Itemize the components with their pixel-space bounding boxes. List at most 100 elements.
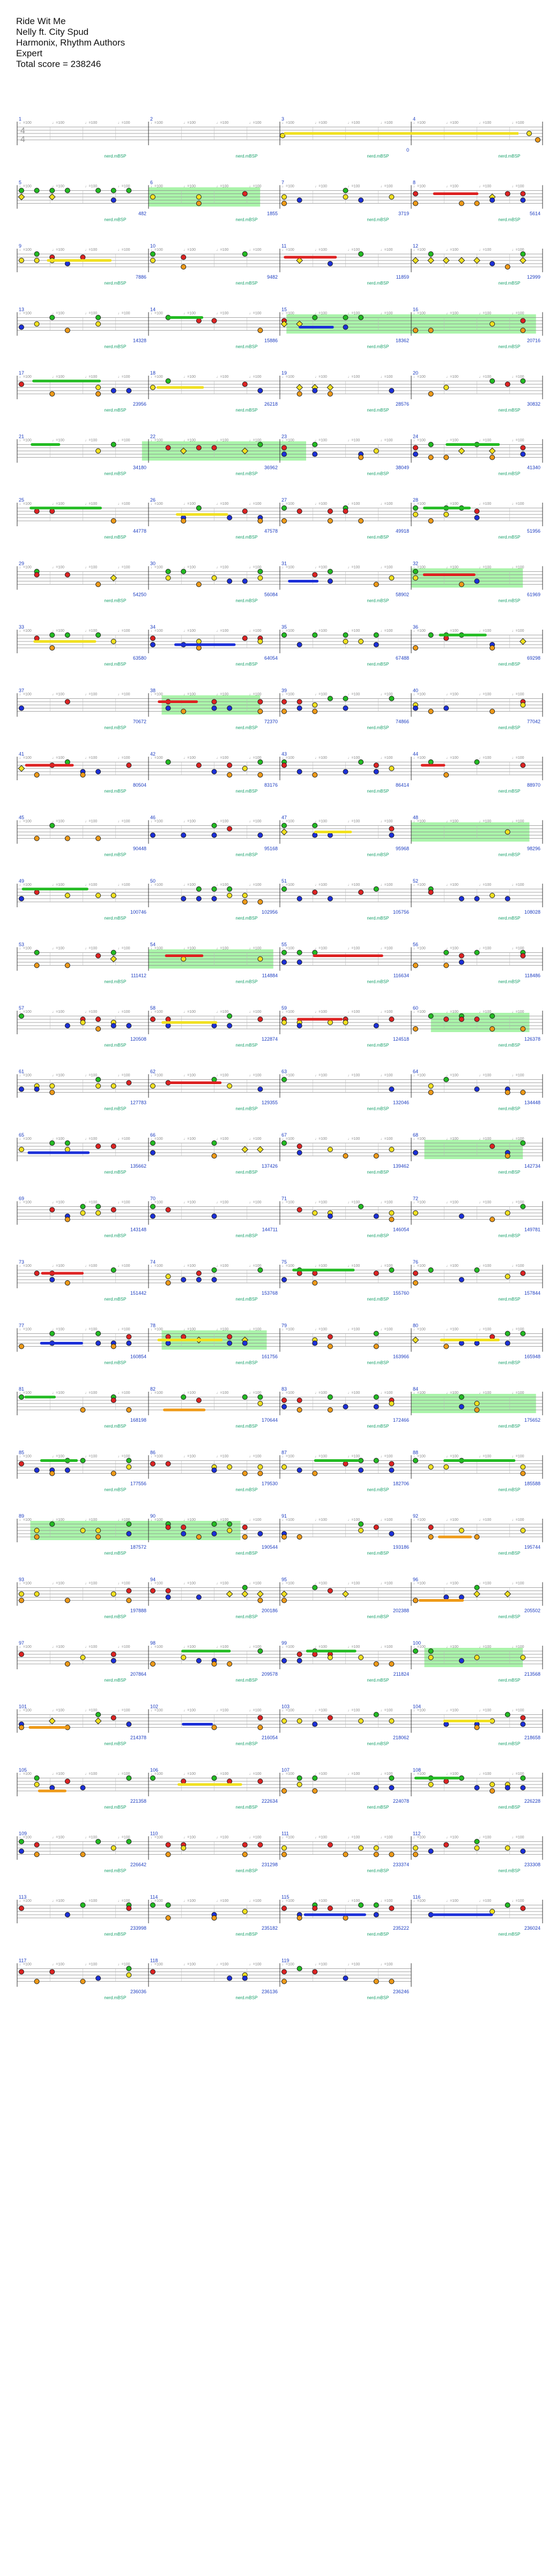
note-gem-icon [520,191,526,197]
tempo-label: ♩=100 [217,1391,229,1395]
section-label: nerd.mBSP [499,1615,521,1619]
measure-score: 157844 [524,1290,540,1296]
note-gem-icon [327,509,333,514]
tempo-label: ♩=100 [183,1264,196,1268]
measure-score: 118486 [525,973,540,979]
note-gem-icon [474,896,480,901]
note-gem-icon [443,1779,449,1784]
tempo-label: ♩=100 [282,1709,294,1713]
measure-score: 56084 [264,592,278,598]
note-gem-icon [257,699,263,705]
note-gem-icon [257,1267,263,1273]
note-gem-icon [458,200,464,206]
tempo-label: ♩=100 [282,1899,294,1903]
measure-score: 7886 [136,274,146,280]
tempo-label: ♩=100 [52,375,64,379]
note-gem-icon [520,953,526,959]
measure-score: 20716 [527,338,540,344]
note-gem-icon [520,763,526,768]
tempo-label: ♩=100 [282,566,294,570]
tempo-label: ♩=100 [381,1201,393,1205]
note-gem-icon [34,950,40,955]
note-gem-icon [428,632,434,638]
note-gem-icon [211,1467,217,1473]
note-gem-icon [281,194,287,200]
tempo-label: ♩=100 [151,1518,163,1522]
section-label: nerd.mBSP [105,662,127,667]
note-gem-icon [520,197,526,203]
measure-score: 236246 [393,1989,409,1995]
note-gem-icon [64,1216,70,1222]
measure-score: 168198 [130,1417,146,1423]
note-gem-icon [211,1661,217,1667]
tempo-label: ♩=100 [479,439,492,443]
tempo-label: ♩=100 [249,185,262,189]
note-gem-icon [358,639,364,644]
tempo-label: ♩=100 [512,756,524,760]
note-gem-icon [165,1902,171,1908]
note-gem-icon [343,188,348,193]
tempo-label: ♩=100 [52,1201,64,1205]
measure-score: 67488 [396,655,409,661]
tempo-label: ♩=100 [282,375,294,379]
tempo-label: ♩=100 [479,1201,492,1205]
tempo-label: ♩=100 [413,1836,426,1840]
note-gem-icon [327,569,333,574]
note-gem-icon [389,1467,395,1473]
tempo-label: ♩=100 [348,1772,360,1776]
note-gem-icon [227,1521,233,1527]
note-gem-icon [19,258,24,263]
note-gem-icon [312,1271,318,1276]
note-gem-icon [19,1906,24,1911]
section-label: nerd.mBSP [236,1805,258,1810]
section-label: nerd.mBSP [236,1932,258,1937]
measure-score: 126378 [524,1036,540,1042]
section-label: nerd.mBSP [499,1869,521,1873]
note-gem-icon [458,1017,464,1022]
tempo-label: ♩=100 [118,121,130,125]
time-signature-top: 4 [20,126,25,136]
measure-number: 37 [19,688,24,693]
note-gem-icon [34,1782,40,1787]
tempo-label: ♩=100 [381,248,393,252]
section-label: nerd.mBSP [367,1932,389,1937]
note-gem-icon [196,763,202,768]
note-gem-icon [196,1271,202,1276]
tempo-label: ♩=100 [315,1074,327,1078]
note-gem-icon [80,1528,86,1533]
tempo-label: ♩=100 [381,1645,393,1649]
tempo-label: ♩=100 [118,1264,130,1268]
note-gem-icon [312,442,318,447]
hopo-note-icon [241,1591,249,1597]
note-gem-icon [110,518,116,524]
note-gem-icon [520,1464,526,1470]
tempo-label: ♩=100 [85,1836,98,1840]
measure-score: 90448 [133,846,146,852]
note-gem-icon [165,1207,171,1213]
tempo-label: ♩=100 [512,375,524,379]
tempo-label: ♩=100 [183,1455,196,1459]
note-gem-icon [227,1779,233,1784]
note-gem-icon [443,385,449,390]
note-gem-icon [110,950,116,955]
note-gem-icon [474,1401,480,1406]
note-gem-icon [150,1775,155,1781]
measure-number: 54 [150,942,155,947]
note-gem-icon [413,645,418,651]
note-gem-icon [211,575,217,581]
note-gem-icon [505,264,510,270]
measure-score: 80504 [133,782,146,788]
section-label: nerd.mBSP [499,408,521,413]
tempo-label: ♩=100 [348,502,360,506]
tempo-label: ♩=100 [52,947,64,951]
tempo-label: ♩=100 [446,883,458,887]
measure-score: 175652 [524,1417,540,1423]
note-gem-icon [296,769,302,774]
note-gem-icon [80,1902,86,1908]
note-gem-icon [296,1915,302,1921]
section-label: nerd.mBSP [236,916,258,921]
note-gem-icon [489,197,495,203]
section-label: nerd.mBSP [367,1361,389,1365]
note-gem-icon [373,1458,379,1464]
note-gem-icon [505,1712,510,1718]
